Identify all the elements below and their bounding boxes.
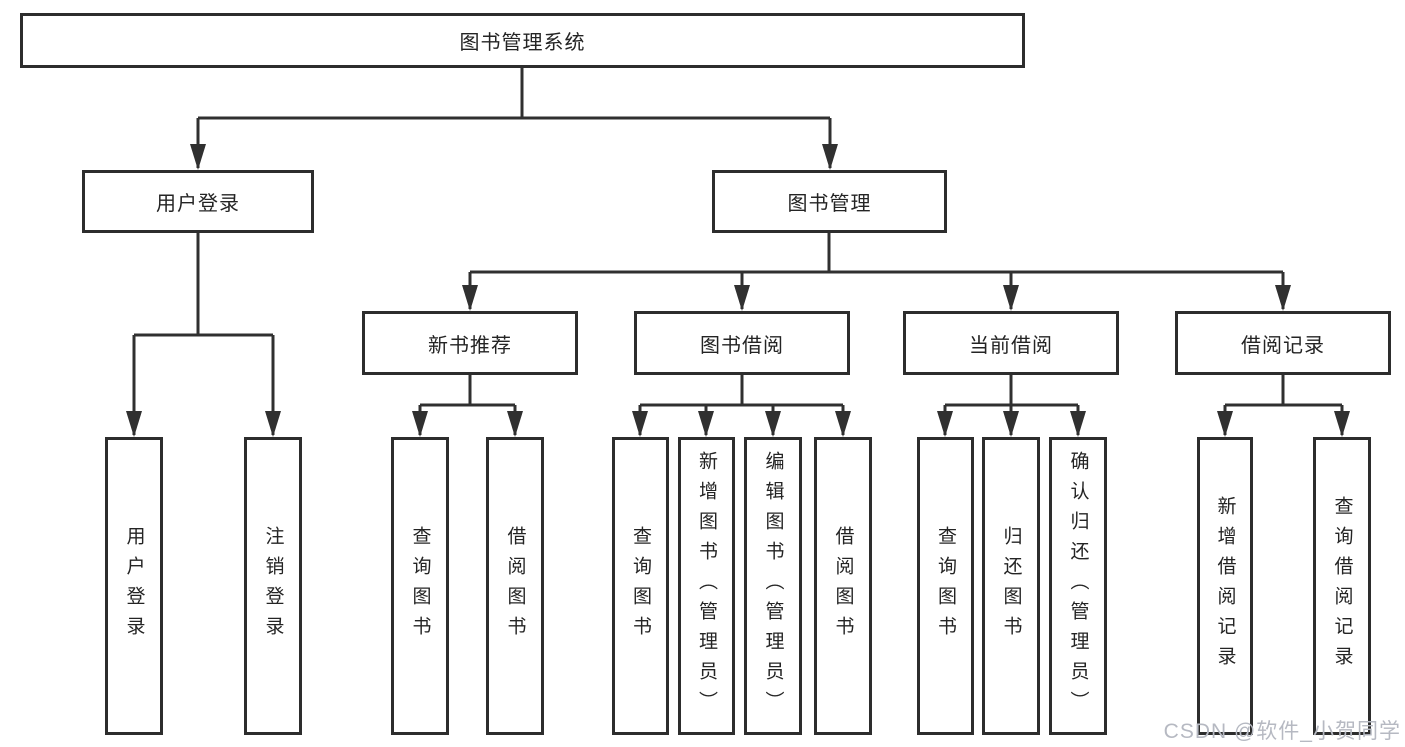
leaf-logout: 注销登录 bbox=[244, 437, 302, 735]
node-label: 新书推荐 bbox=[428, 334, 512, 357]
node-current-borrow: 当前借阅 bbox=[903, 311, 1119, 375]
node-user-login: 用户登录 bbox=[82, 170, 314, 233]
node-book-management: 图书管理 bbox=[712, 170, 947, 233]
leaf-record-add: 新增借阅记录 bbox=[1197, 437, 1253, 735]
node-label: 借阅图书 bbox=[504, 526, 526, 646]
node-label: 当前借阅 bbox=[969, 334, 1053, 357]
leaf-newbook-borrow: 借阅图书 bbox=[486, 437, 544, 735]
node-label: 新增图书（管理员） bbox=[696, 451, 717, 721]
leaf-newbook-query: 查询图书 bbox=[391, 437, 449, 735]
leaf-borrow-query: 查询图书 bbox=[612, 437, 669, 735]
node-label: 借阅记录 bbox=[1241, 334, 1325, 357]
node-label: 新增借阅记录 bbox=[1214, 496, 1236, 676]
node-label: 用户登录 bbox=[123, 526, 145, 646]
edges-user-login-children bbox=[126, 233, 281, 437]
edges-current-borrow-children bbox=[937, 375, 1086, 437]
edges-root-to-level2 bbox=[190, 68, 838, 170]
node-label: 借阅图书 bbox=[832, 526, 854, 646]
csdn-watermark: CSDN @软件_小贺同学 bbox=[1163, 720, 1401, 743]
leaf-borrow-add-admin: 新增图书（管理员） bbox=[678, 437, 735, 735]
node-label: 查询图书 bbox=[630, 526, 651, 646]
leaf-current-query: 查询图书 bbox=[917, 437, 974, 735]
node-label: 注销登录 bbox=[262, 526, 284, 646]
node-system-root: 图书管理系统 bbox=[20, 13, 1025, 68]
leaf-borrow-edit-admin: 编辑图书（管理员） bbox=[744, 437, 802, 735]
node-label: 查询借阅记录 bbox=[1331, 496, 1353, 676]
leaf-borrow-book: 借阅图书 bbox=[814, 437, 872, 735]
edges-book-mgmt-to-level3 bbox=[462, 233, 1291, 311]
edges-borrow-record-children bbox=[1217, 375, 1350, 437]
node-book-borrow: 图书借阅 bbox=[634, 311, 850, 375]
edges-book-borrow-children bbox=[632, 375, 851, 437]
node-label: 编辑图书（管理员） bbox=[762, 451, 784, 721]
node-label: 用户登录 bbox=[156, 193, 240, 215]
node-new-book-recommend: 新书推荐 bbox=[362, 311, 578, 375]
node-label: 图书借阅 bbox=[700, 334, 784, 357]
node-label: 图书管理系统 bbox=[459, 32, 586, 54]
leaf-record-query: 查询借阅记录 bbox=[1313, 437, 1371, 735]
leaf-current-confirm-admin: 确认归还（管理员） bbox=[1049, 437, 1107, 735]
node-label: 查询图书 bbox=[409, 526, 431, 646]
leaf-user-login: 用户登录 bbox=[105, 437, 163, 735]
node-label: 归还图书 bbox=[1000, 526, 1022, 646]
node-borrow-record: 借阅记录 bbox=[1175, 311, 1391, 375]
edges-new-book-children bbox=[412, 375, 523, 437]
leaf-current-return: 归还图书 bbox=[982, 437, 1040, 735]
node-label: 图书管理 bbox=[787, 193, 872, 215]
node-label: 确认归还（管理员） bbox=[1067, 451, 1089, 721]
node-label: 查询图书 bbox=[935, 526, 956, 646]
